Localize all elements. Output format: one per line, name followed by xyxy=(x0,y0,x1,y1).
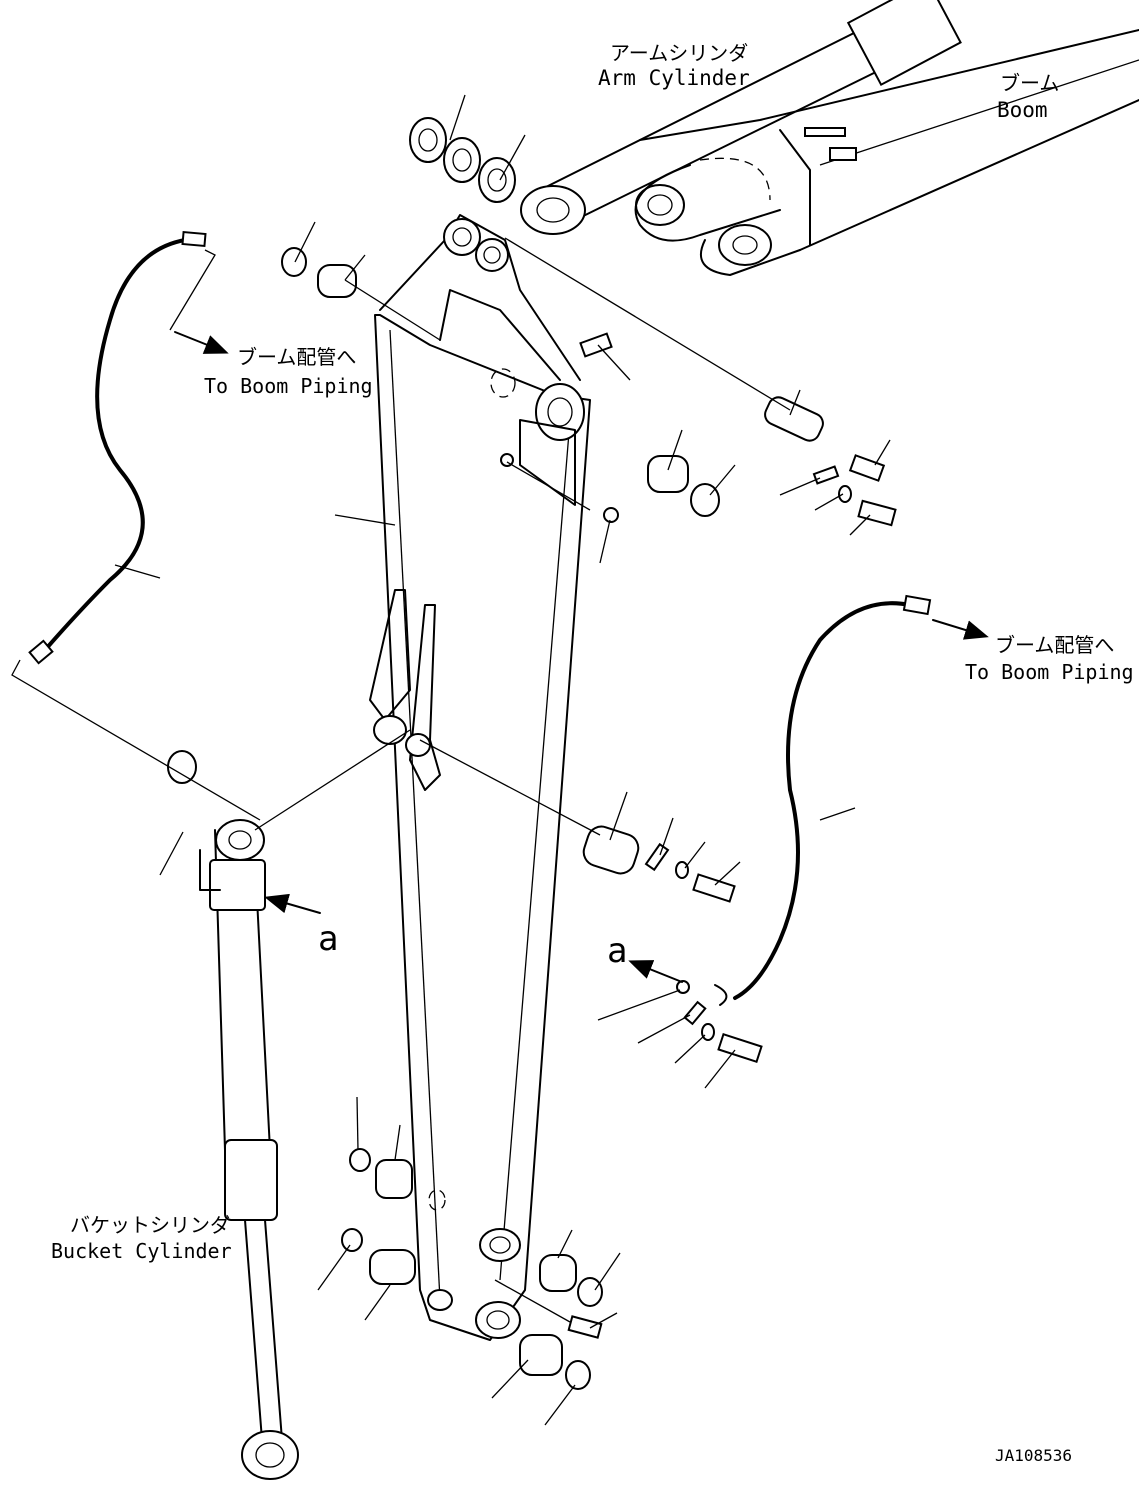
boom-label-jp: ブーム xyxy=(1000,71,1059,95)
arm-body xyxy=(369,214,591,1341)
leader-lines xyxy=(11,94,989,1426)
view-ref-left: a xyxy=(318,919,338,959)
view-ref-right: a xyxy=(607,931,627,971)
arm-cylinder-label-jp: アームシリンダ xyxy=(610,41,748,65)
boom-label-en: Boom xyxy=(997,98,1048,122)
to-boom-piping-left-en: To Boom Piping xyxy=(204,374,373,398)
hoses xyxy=(28,230,932,1006)
bucket-cylinder xyxy=(199,819,299,1480)
to-boom-piping-left-jp: ブーム配管へ xyxy=(237,345,356,369)
to-boom-piping-right-en: To Boom Piping xyxy=(965,660,1134,684)
bucket-cylinder-label-en: Bucket Cylinder xyxy=(51,1239,232,1263)
bucket-cylinder-label-jp: バケットシリンダ xyxy=(70,1213,230,1237)
arm-cylinder xyxy=(520,0,962,235)
drawing-number: JA108536 xyxy=(995,1446,1072,1465)
arm-cylinder-label-en: Arm Cylinder xyxy=(598,66,750,90)
small-parts xyxy=(167,117,897,1390)
to-boom-piping-right-jp: ブーム配管へ xyxy=(995,633,1114,657)
